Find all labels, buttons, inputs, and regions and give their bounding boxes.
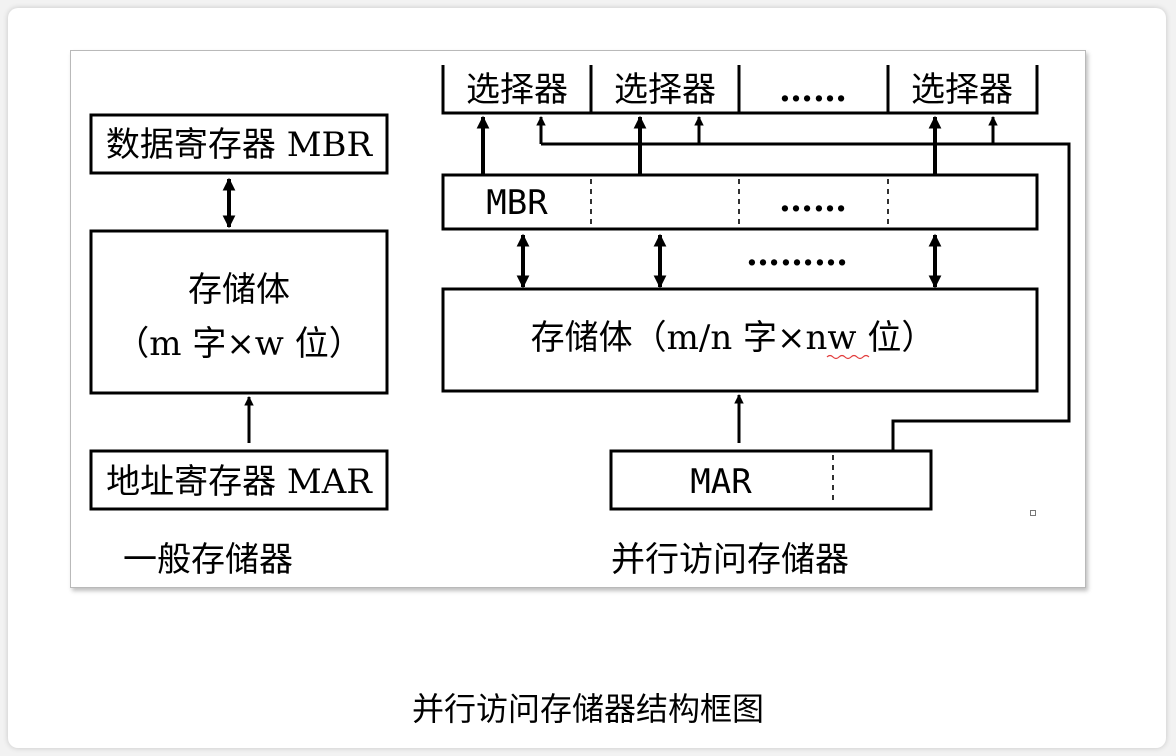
parallel-memory-label: 并行访问存储器 <box>611 540 849 580</box>
mbr-ellipsis: …… <box>779 180 847 220</box>
parallel-mar-box <box>609 449 933 511</box>
data-register-box <box>89 113 389 175</box>
mar-control-line <box>541 142 1071 461</box>
memory-body-box <box>89 229 389 395</box>
diagram-canvas: 数据寄存器 MBR 存储体 （m 字×w 位） 地址寄存器 MAR 一般存储器 … <box>89 65 1071 580</box>
parallel-mar-label: MAR <box>690 462 752 502</box>
parallel-mbr-box <box>441 173 1039 231</box>
general-memory-label: 一般存储器 <box>123 540 293 580</box>
parallel-memory-body-label: 存储体（m/n 字×nw 位） <box>531 318 936 358</box>
spellcheck-underline <box>826 354 870 360</box>
memory-body-capacity: （m 字×w 位） <box>115 324 362 364</box>
selector-4-label: 选择器 <box>911 70 1013 110</box>
resize-handle-marker <box>1030 510 1036 516</box>
data-register-label: 数据寄存器 MBR <box>106 125 374 165</box>
parallel-memory-body-box <box>441 287 1039 393</box>
parallel-mbr-label: MBR <box>486 183 548 223</box>
selector-ellipsis-label: …… <box>779 70 847 110</box>
diagram-figure: 数据寄存器 MBR 存储体 （m 字×w 位） 地址寄存器 MAR 一般存储器 … <box>70 50 1086 588</box>
figure-caption: 并行访问存储器结构框图 <box>411 690 764 728</box>
memory-body-label: 存储体 <box>188 270 290 310</box>
selector-2-label: 选择器 <box>614 70 716 110</box>
address-register-label: 地址寄存器 MAR <box>106 462 373 502</box>
address-register-box <box>89 449 389 511</box>
selector-1-label: 选择器 <box>466 70 568 110</box>
arrow-ellipsis: ……… <box>746 234 848 274</box>
